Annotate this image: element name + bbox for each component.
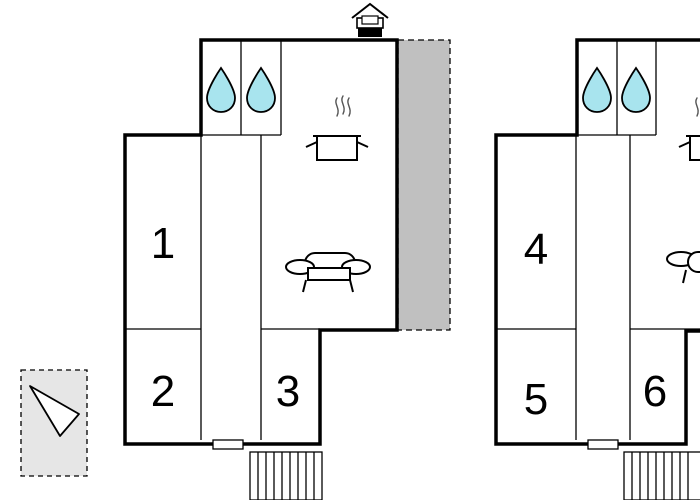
entrance-steps — [623, 451, 700, 500]
chimney-icon — [351, 2, 389, 37]
unit-right: 4 5 6 — [494, 38, 700, 500]
water-drop-icon — [621, 66, 651, 113]
sofa-icon — [285, 252, 371, 293]
room-number: 4 — [524, 225, 548, 274]
water-drop-icon — [582, 66, 612, 113]
room-number: 5 — [524, 375, 548, 424]
entrance-door — [212, 439, 244, 450]
sofa-icon — [666, 251, 700, 284]
water-drop-icon — [246, 66, 276, 113]
water-drop-icon — [206, 66, 236, 113]
outer-wall — [123, 38, 399, 446]
terrace-area — [397, 39, 451, 331]
room-number: 6 — [643, 367, 667, 416]
room-number: 1 — [151, 219, 175, 268]
unit-left: 1 2 3 — [123, 2, 451, 500]
entrance-door — [587, 439, 619, 450]
compass-icon — [20, 369, 88, 477]
cooking-pot-icon — [305, 95, 369, 161]
entrance-steps — [249, 451, 323, 500]
outer-wall — [494, 38, 700, 446]
room-number: 3 — [276, 367, 300, 416]
cooking-pot-icon — [678, 97, 700, 161]
room-number: 2 — [151, 367, 175, 416]
